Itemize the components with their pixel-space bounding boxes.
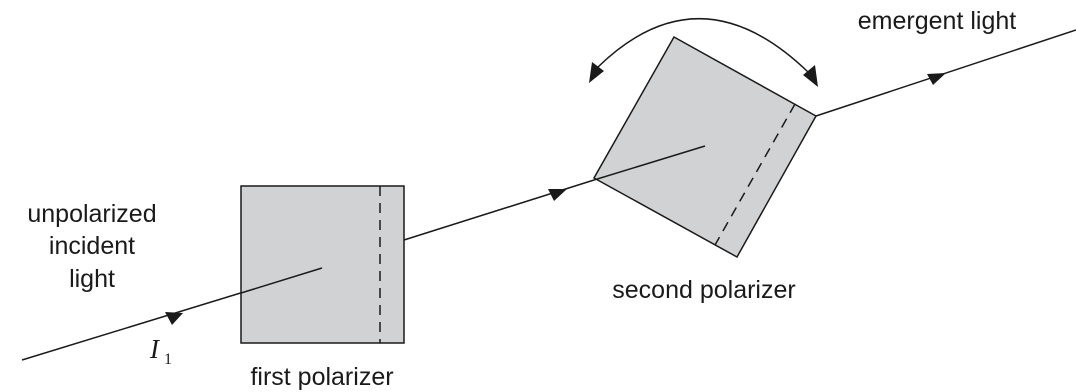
- intensity-symbol: I: [149, 334, 161, 364]
- emergent-label: emergent light: [858, 7, 1016, 35]
- rotation-arc: [597, 18, 809, 73]
- incident-label-line2: incident: [49, 232, 135, 260]
- first-polarizer: [240, 185, 405, 344]
- rotation-arrowhead-left: [589, 62, 604, 83]
- first-polarizer-label: first polarizer: [250, 363, 393, 391]
- first-polarizer-plate: [240, 185, 405, 344]
- second-polarizer: [592, 35, 818, 259]
- emergent-ray-arrowhead: [927, 73, 946, 85]
- second-polarizer-label: second polarizer: [612, 276, 795, 304]
- second-polarizer-plate: [592, 35, 818, 259]
- incident-label-line3: light: [69, 265, 115, 293]
- ray-inside-second-polarizer: [593, 145, 706, 181]
- intermediate-ray-arrowhead: [548, 189, 567, 201]
- ray-inside-first-polarizer: [240, 267, 323, 294]
- incident-ray-arrowhead: [165, 312, 183, 325]
- incident-label-line1: unpolarized: [27, 200, 156, 228]
- intensity-subscript: 1: [164, 351, 172, 368]
- rotation-arrowhead-right: [803, 65, 818, 87]
